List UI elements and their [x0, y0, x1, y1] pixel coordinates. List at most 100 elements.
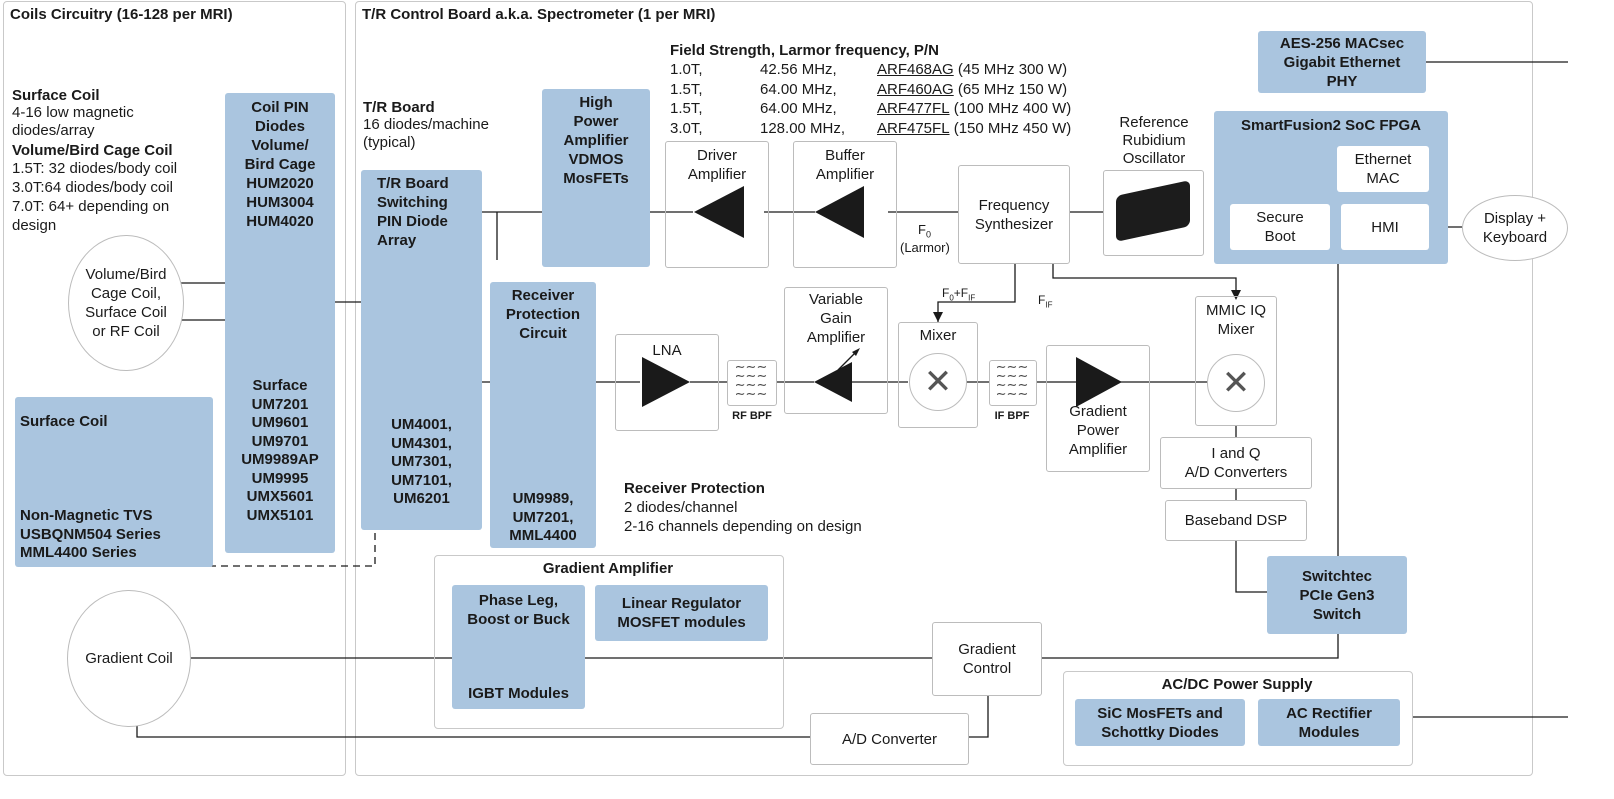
rf-bpf-label: RF BPF: [732, 410, 772, 422]
field-table-heading: Field Strength, Larmor frequency, P/N: [670, 42, 939, 59]
f0-subscript: 0: [925, 229, 931, 240]
field-table-row: 1.0T, 42.56 MHz, ARF468AG (45 MHz 300 W): [670, 60, 1071, 80]
hpa-title-line: VDMOS: [568, 151, 624, 168]
larmor-label: (Larmor): [900, 240, 950, 255]
tr-switching-parts: UM4001, UM4301, UM7301, UM7101, UM6201: [361, 416, 482, 509]
volume-coil-line: 7.0T: 64+ depending on: [12, 198, 170, 215]
field-strength: 1.5T,: [670, 80, 703, 98]
pin-diodes-part: HUM2020: [246, 175, 314, 192]
mixer-symbol-icon: ✕: [909, 353, 967, 411]
tr-board-desc-line: (typical): [363, 134, 416, 151]
tvs-line: MML4400 Series: [20, 544, 137, 561]
mixer-box: Mixer: [898, 322, 978, 428]
buffer-amplifier-box: Buffer Amplifier: [793, 141, 897, 268]
f0-label: F0: [918, 222, 931, 243]
f0-plus-fif-a: F: [942, 286, 950, 300]
mmic-mixer-symbol-icon: ✕: [1207, 354, 1265, 412]
phase-leg-box: [452, 585, 585, 709]
surface-part: UMX5101: [246, 506, 314, 524]
rf-coil-line: Cage Coil,: [90, 285, 162, 302]
tr-board-desc-line: 16 diodes/machine: [363, 116, 489, 133]
coils-circuitry-title: Coils Circuitry (16-128 per MRI): [10, 6, 233, 23]
receiver-protection-note-line: 2-16 channels depending on design: [624, 518, 862, 535]
if-bpf-filter-icon: ∼∼∼∼∼∼∼∼∼∼∼∼: [989, 359, 1035, 400]
tr-board-desc: 16 diodes/machine (typical): [363, 116, 489, 152]
tr-switching-title: T/R Board Switching PIN Diode Array: [361, 174, 527, 250]
buffer-amp-line: Buffer: [825, 147, 865, 164]
rectifier-line: AC Rectifier: [1286, 705, 1372, 722]
filter-wave: ∼∼∼: [734, 368, 768, 383]
tr-switching-part: UM7101,: [391, 471, 452, 489]
high-power-amplifier-box: [542, 89, 650, 267]
hmi-label: HMI: [1371, 218, 1399, 236]
ref-osc-line: Oscillator: [1122, 150, 1186, 167]
fif-label: FIF: [1038, 293, 1052, 312]
filter-wave: ∼∼∼: [995, 377, 1029, 392]
iq-adc-line: A/D Converters: [1184, 464, 1288, 481]
tr-switching-part: UM7301,: [391, 453, 452, 470]
f0-plus-fif-sub-b: IF: [968, 293, 976, 303]
receiver-protection-note-heading: Receiver Protection: [624, 480, 765, 497]
pin-diodes-title-line: Diodes: [254, 118, 305, 135]
eth-mac-line: MAC: [1366, 170, 1400, 187]
variable-gain-amplifier-box: Variable Gain Amplifier: [784, 287, 888, 414]
larmor-frequency: 64.00 MHz,: [760, 80, 837, 98]
driver-amp-line: Amplifier: [687, 166, 747, 183]
larmor-frequency: 42.56 MHz,: [760, 61, 837, 78]
receiver-protection-note: Receiver Protection 2 diodes/channel 2-1…: [624, 479, 862, 536]
surface-coil-tvs-box: [15, 397, 213, 567]
gradient-control-line: Gradient: [958, 641, 1016, 658]
ethernet-mac-box: Ethernet MAC: [1337, 146, 1429, 192]
gradient-amplifier-title: Gradient Amplifier: [542, 560, 674, 577]
frequency-synthesizer-box: Frequency Synthesizer: [958, 165, 1070, 264]
pin-diodes-title-line: Coil PIN: [251, 99, 309, 116]
pin-diodes-part: HUM4020: [246, 213, 314, 230]
igbt-modules-label: IGBT Modules: [468, 685, 569, 702]
f0-plus-fif-label: F0+FIF: [942, 286, 975, 305]
switchtec-line: PCIe Gen3: [1299, 587, 1375, 604]
field-table: 1.0T, 42.56 MHz, ARF468AG (45 MHz 300 W)…: [670, 60, 1071, 138]
receiver-protection-title-line: Circuit: [519, 325, 567, 342]
hpa-title-line: Power: [573, 113, 619, 130]
receiver-protection-title-line: Receiver: [511, 287, 575, 304]
ac-rectifier-title: AC Rectifier Modules: [1258, 704, 1400, 742]
tr-switching-array-box: [361, 170, 482, 530]
filter-wave: ∼∼∼: [734, 359, 768, 374]
mmic-line: MMIC IQ: [1206, 302, 1266, 319]
tr-switching-part: UM4301,: [391, 434, 452, 452]
linear-reg-line: Linear Regulator: [621, 595, 742, 612]
mmic-line: Mixer: [1217, 321, 1255, 338]
rf-bpf-filter-icon: ∼∼∼∼∼∼∼∼∼∼∼∼: [727, 359, 775, 400]
hpa-title-line: MosFETs: [563, 170, 629, 187]
mmic-x: ✕: [1221, 363, 1251, 402]
gradient-amplifier-panel: [434, 555, 784, 729]
tr-switching-title-line: Array: [377, 232, 417, 249]
filter-wave: ∼∼∼: [995, 368, 1029, 383]
display-line: Keyboard: [1482, 229, 1548, 246]
receiver-protection-parts: UM9989, UM7201, MML4400: [490, 490, 596, 546]
coil-pin-diodes-box: [225, 93, 335, 553]
tr-switching-title-line: T/R Board: [377, 175, 449, 192]
gradient-coil-circle: Gradient Coil: [67, 590, 191, 727]
tr-switching-title-line: Switching: [377, 194, 448, 211]
iq-adc-line: I and Q: [1211, 445, 1261, 462]
rf-coil-line: Surface Coil: [85, 304, 167, 321]
volume-coil-line: 1.5T: 32 diodes/body coil: [12, 160, 178, 177]
linear-reg-line: MOSFET modules: [617, 614, 746, 631]
surface-coil-heading: Surface Coil: [12, 87, 100, 104]
fif-subscript: IF: [1045, 300, 1053, 310]
fif-letter: F: [1038, 293, 1046, 307]
part-spec: (150 MHz 450 W): [949, 119, 1072, 137]
vga-line: Gain: [820, 310, 852, 327]
filter-wave: ∼∼∼: [995, 359, 1029, 374]
power-supply-panel: [1063, 671, 1413, 766]
switchtec-title: Switchtec PCIe Gen3 Switch: [1267, 567, 1407, 624]
ref-osc-line: Rubidium: [1122, 132, 1186, 149]
display-line: Display +: [1483, 210, 1547, 227]
surface-coil-box-title: Surface Coil: [20, 413, 108, 430]
surface-part: UM9701: [251, 432, 309, 450]
rf-bpf-box: [727, 360, 777, 406]
gpa-line: Amplifier: [1068, 441, 1128, 458]
phase-leg-line: Phase Leg,: [478, 592, 559, 609]
ad-converter-label: A/D Converter: [841, 730, 938, 748]
